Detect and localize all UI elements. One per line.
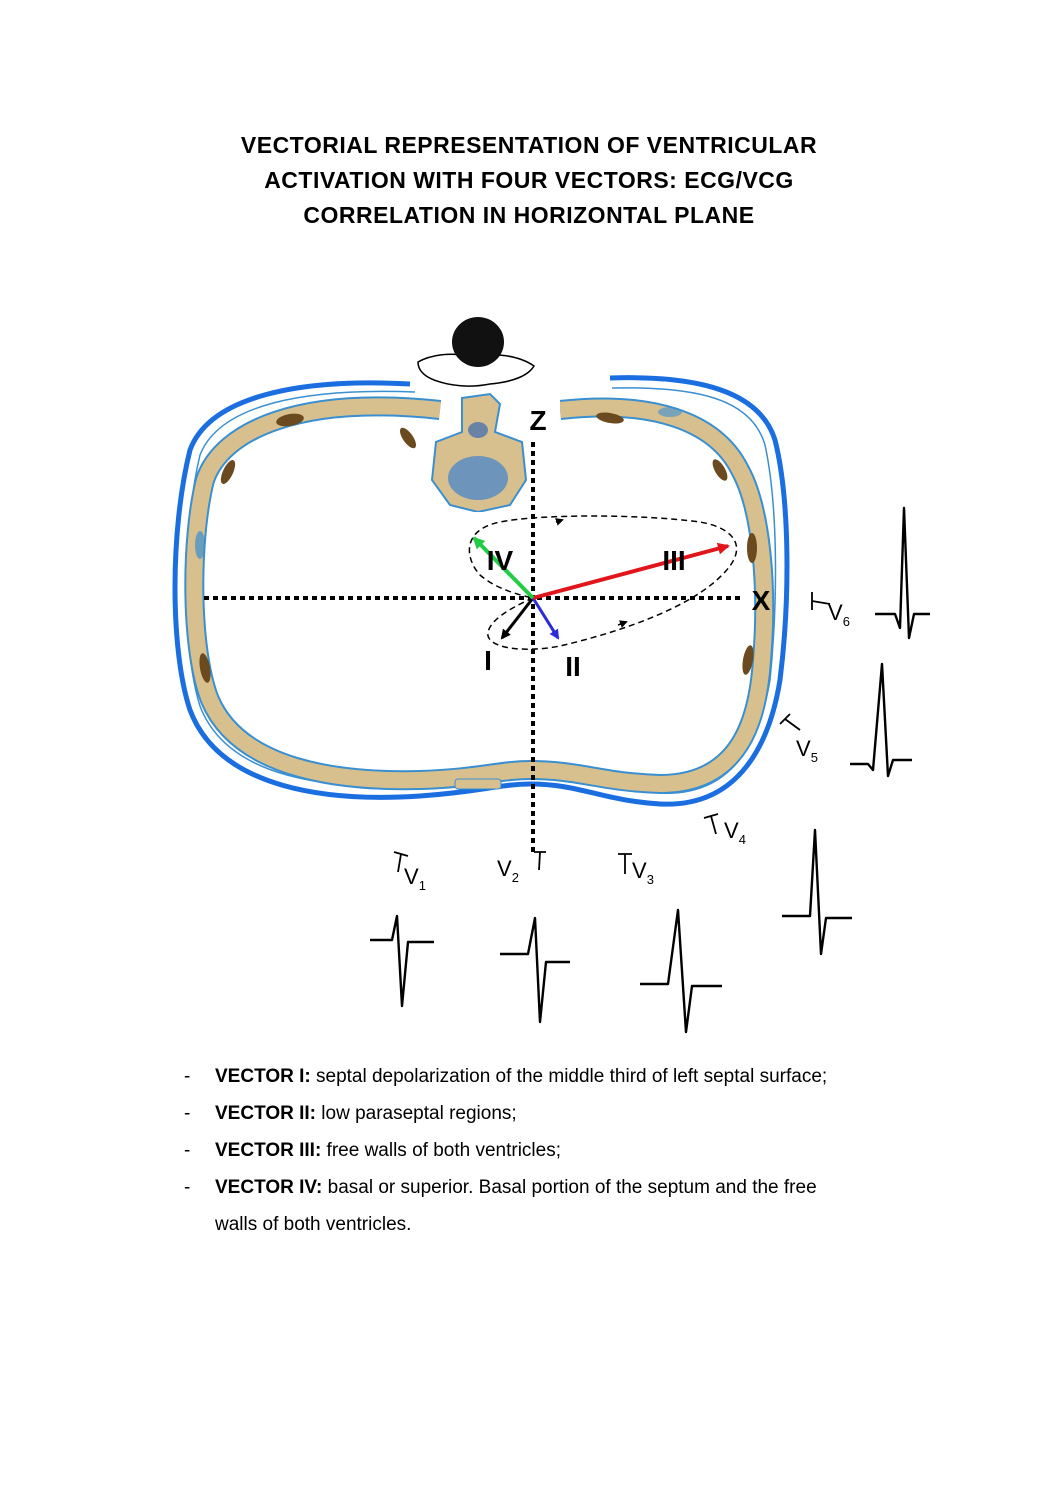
legend-vector-description: free walls of both ventricles;: [321, 1140, 561, 1161]
lead-marker-v2: [534, 851, 546, 871]
legend-item-vector-i: - VECTOR I: septal depolarization of the…: [178, 1058, 938, 1095]
rib-cage: [184, 396, 775, 795]
vector-iii-label: III: [662, 545, 685, 576]
lead-marker-v6: [811, 592, 831, 610]
vector-ii-arrow: [531, 597, 560, 640]
legend-vector-description: low paraseptal regions;: [316, 1103, 517, 1124]
vector-iv-label: IV: [487, 545, 514, 576]
title-line-1: VECTORIAL REPRESENTATION OF VENTRICULAR: [240, 132, 818, 158]
vector-iii-arrow: [532, 542, 730, 600]
ecg-trace-v1: [370, 914, 434, 1008]
legend-vector-description-continued: walls of both ventricles.: [215, 1214, 412, 1235]
legend-bullet: -: [184, 1103, 191, 1124]
lead-label-v1: V1: [404, 864, 426, 893]
ecg-trace-v6: [875, 506, 930, 640]
vector-i-label: I: [484, 645, 492, 676]
legend-vector-name: VECTOR II:: [215, 1103, 316, 1124]
vector-iv-arrow: [472, 536, 535, 600]
legend-item-vector-ii: - VECTOR II: low paraseptal regions;: [178, 1095, 938, 1132]
thorax-vector-diagram: Z X I II III IV V1 V2 V3 V4 V5 V6: [172, 317, 930, 1034]
title-line-3: CORRELATION IN HORIZONTAL PLANE: [303, 202, 755, 228]
lead-label-v5: V5: [796, 736, 818, 765]
vector-legend: - VECTOR I: septal depolarization of the…: [178, 1058, 938, 1243]
legend-vector-description: septal depolarization of the middle thir…: [310, 1066, 828, 1087]
legend-item-vector-iii: - VECTOR III: free walls of both ventric…: [178, 1132, 938, 1169]
lead-marker-v5: [779, 713, 801, 731]
legend-bullet: -: [184, 1140, 191, 1161]
ecg-trace-v4: [782, 828, 852, 956]
x-axis-label: X: [752, 585, 771, 616]
vertebra: [430, 392, 528, 514]
page-title: VECTORIAL REPRESENTATION OF VENTRICULAR …: [0, 128, 1058, 233]
ecg-trace-v2: [500, 916, 570, 1024]
legend-item-vector-iv: - VECTOR IV: basal or superior. Basal po…: [178, 1169, 938, 1243]
vector-ii-label: II: [565, 651, 581, 682]
head-figure: [417, 317, 536, 387]
lead-marker-v4: [703, 813, 719, 835]
z-axis-label: Z: [529, 405, 546, 436]
lead-label-v6: V6: [828, 600, 850, 629]
lead-label-v4: V4: [724, 818, 746, 847]
ecg-trace-v3: [640, 908, 722, 1034]
vector-i-arrow: [500, 597, 535, 640]
title-line-2: ACTIVATION WITH FOUR VECTORS: ECG/VCG: [264, 167, 794, 193]
lead-label-v3: V3: [632, 858, 654, 887]
legend-bullet: -: [184, 1177, 191, 1198]
ecg-trace-v5: [850, 662, 912, 778]
lead-label-v2: V2: [497, 856, 519, 885]
lead-marker-v3: [618, 853, 632, 874]
legend-vector-name: VECTOR III:: [215, 1140, 322, 1161]
lead-marker-v1: [393, 851, 409, 873]
legend-vector-name: VECTOR IV:: [215, 1177, 323, 1198]
legend-vector-description: basal or superior. Basal portion of the …: [322, 1177, 817, 1198]
vcg-loop: [468, 515, 738, 650]
legend-vector-name: VECTOR I:: [215, 1066, 311, 1087]
legend-bullet: -: [184, 1066, 191, 1087]
lead-markers: [393, 592, 831, 874]
